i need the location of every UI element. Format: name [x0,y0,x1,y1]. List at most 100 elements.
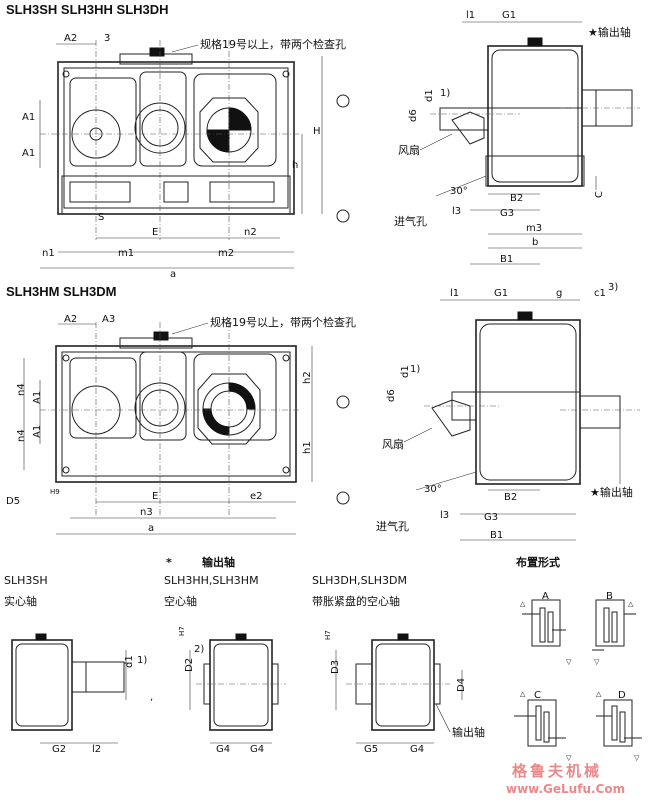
mid-side-dim-B1: B1 [490,530,503,541]
top-dim-E: E [152,227,158,238]
top-side-dim-b: b [532,237,538,248]
mid-side-dim-c1sup: 3) [608,282,618,293]
top-side-body [487,45,583,187]
top-dim-A2: A2 [64,33,77,44]
mid-dim-A2: A2 [64,314,77,325]
mid-dim-h1: h1 [302,441,313,454]
top-dim-n1: n1 [42,248,55,259]
mid-dim-A3: A3 [102,314,115,325]
v3-dim-D3: D3 [330,660,341,674]
mid-angle: 30° [424,484,442,495]
v3-dim-H7: H7 [324,630,332,640]
mid-inspection-note: 规格19号以上，带两个检查孔 [210,315,356,329]
mid-fan-label: 风扇 [382,437,404,451]
v3-dim-D4: D4 [456,678,467,692]
top-side-dim-G1: G1 [502,10,516,21]
mid-side-dim-d6: d6 [386,389,397,402]
v2-model: SLH3HH,SLH3HM [164,574,259,587]
top-side-dim-d1: d1 [424,89,435,102]
top-angle: 30° [450,186,468,197]
v2-dim-sup: 2) [194,644,204,655]
arrangement-D: D △ ▽ [596,690,642,762]
top-fan-label: 风扇 [398,143,420,157]
top-side-dim-d1sup: 1) [440,88,450,99]
v1-dim-d1: d1 [124,655,135,668]
v3-output-label: 输出轴 [452,725,485,739]
top-cover-mid [139,71,187,167]
svg-text:△: △ [628,600,634,608]
v2-dim-H7: H7 [178,626,186,636]
top-housing-outline [57,61,295,215]
mid-dim-n3: n3 [140,507,153,518]
v3-dim-G4: G4 [410,744,424,755]
svg-text:△: △ [520,600,526,608]
top-output-hex [199,97,259,163]
v1-type: 实心轴 [4,594,37,608]
top-side-dim-d6: d6 [408,109,419,122]
v3-model: SLH3DH,SLH3DM [312,574,407,587]
mid-side-dim-d1: d1 [400,365,411,378]
top-side-dim-G3: G3 [500,208,514,219]
mid-side-dim-G1: G1 [494,288,508,299]
v1-solid-shaft [71,661,125,693]
mid-side-fan [431,399,471,437]
top-output-shaft-label: ★输出轴 [588,25,631,39]
top-side-input-shaft [439,107,489,131]
bottom-star: * [166,556,172,569]
top-breather [149,47,165,57]
arrangement-label-C: C [534,690,541,701]
title-top: SLH3SH SLH3HH SLH3DH [6,2,169,17]
title-mid: SLH3HM SLH3DM [6,284,117,299]
mid-side-view: l1 G1 g c1 3) d1 1) d6 风扇 30° B2 ★输出轴 l3… [376,282,640,541]
v1-dim-l2: l2 [92,744,101,755]
arrangement-label-A: A [542,591,549,602]
arrangement-title: 布置形式 [516,555,560,569]
v2-dim-D2: D2 [184,658,195,672]
mid-dim-A1a: A1 [32,391,43,404]
top-cover-left [69,77,137,167]
top-side-dim-C: C [594,191,605,198]
v3-body [371,639,435,731]
mid-front-view: A2 A3 n4 n4 A1 A1 h2 h1 D5 H9 E e2 n3 a … [6,314,356,535]
svg-text:▽: ▽ [566,658,572,666]
mid-dim-n4b: n4 [16,429,27,442]
mid-dim-e2: e2 [250,491,263,502]
arrangement-C: C △ ▽ [514,690,572,762]
watermark-url: www.GeLufu.Com [506,782,625,796]
top-side-view: l1 G1 ★输出轴 d1 1) d6 风扇 30° B2 l3 G3 进气孔 … [394,10,640,265]
top-housing-inner [63,67,289,209]
top-dim-A1a: A1 [22,112,35,123]
top-front-view: A2 3 A1 A1 H h S E n2 n1 m1 m2 a 规格19号以上… [22,33,350,280]
mid-side-dim-g: g [556,288,562,299]
top-dim-H: H [313,126,321,137]
mid-dim-E: E [152,491,158,502]
svg-text:▽: ▽ [594,658,600,666]
top-dim-S: S [98,212,104,223]
v3-dim-G5: G5 [364,744,378,755]
arrangement-B: B △ ▽ [592,591,636,666]
svg-text:▽: ▽ [566,754,572,762]
mid-dim-n4a: n4 [16,383,27,396]
mid-side-body [475,319,581,485]
mid-side-dim-d1sup: 1) [410,364,420,375]
top-dim-m1: m1 [118,248,134,259]
v1-model: SLH3SH [4,574,48,587]
mid-dim-H9: H9 [50,488,60,496]
v2-body [209,639,273,731]
top-dim-3: 3 [104,33,110,44]
mid-side-dim-G3: G3 [484,512,498,523]
top-dim-m2: m2 [218,248,234,259]
top-dim-h: h [292,160,298,171]
bottom-output-variants: * 输出轴 SLH3SH 实心轴 d1 1) G2 l2 , SLH3HH,SL… [4,555,485,755]
top-side-dim-m3: m3 [526,223,542,234]
mid-side-dim-B2: B2 [504,492,517,503]
watermark-cn: 格鲁夫机械 [512,762,602,780]
top-side-dim-l3: l3 [452,206,461,217]
top-side-fan [451,111,485,145]
top-inspection-note: 规格19号以上，带两个检查孔 [200,37,346,51]
mid-dim-a: a [148,523,154,534]
top-side-dim-B1: B1 [500,254,513,265]
top-base [61,175,291,215]
